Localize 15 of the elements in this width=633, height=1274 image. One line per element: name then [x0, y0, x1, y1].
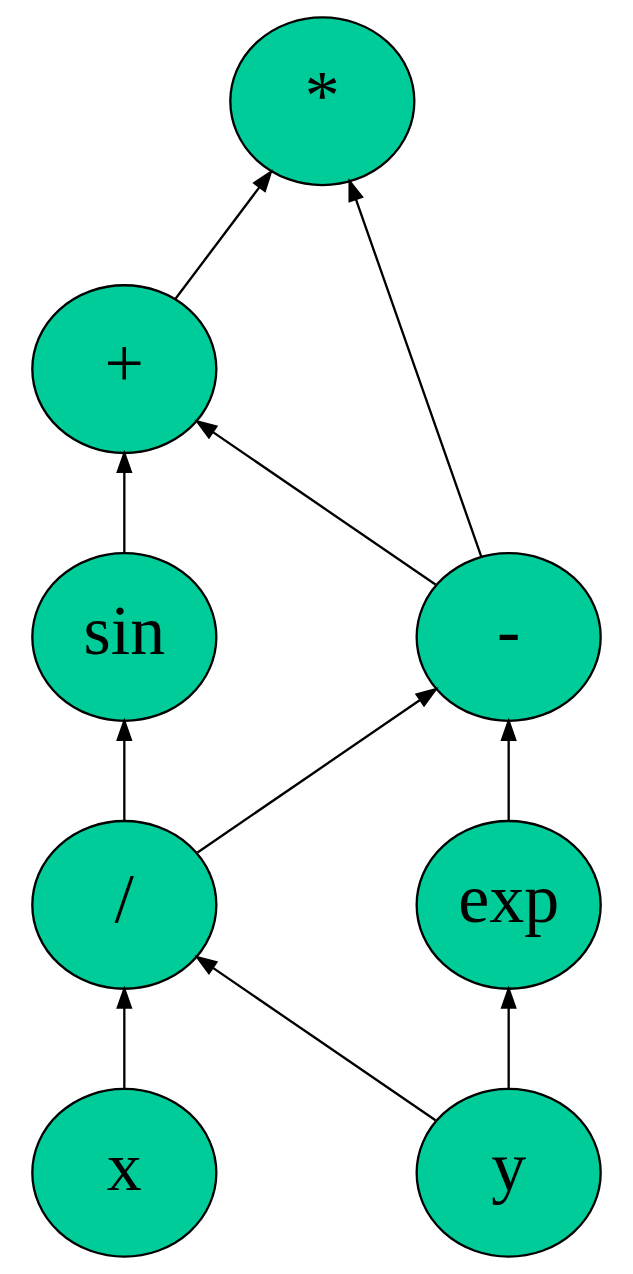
arrow	[116, 985, 133, 1089]
arrow	[174, 169, 273, 300]
arrow	[500, 985, 517, 1089]
node-circle: *	[229, 16, 416, 187]
arrow	[194, 419, 437, 586]
node-circle: exp	[415, 819, 602, 990]
arrow	[500, 717, 517, 821]
arrow	[116, 717, 133, 821]
arrow	[196, 687, 439, 854]
arrow	[348, 178, 483, 557]
node-circle: y	[415, 1087, 602, 1258]
arrow	[194, 955, 437, 1122]
arrow	[116, 449, 133, 553]
node-circle: sin	[31, 551, 218, 723]
node-circle: x	[31, 1087, 218, 1258]
